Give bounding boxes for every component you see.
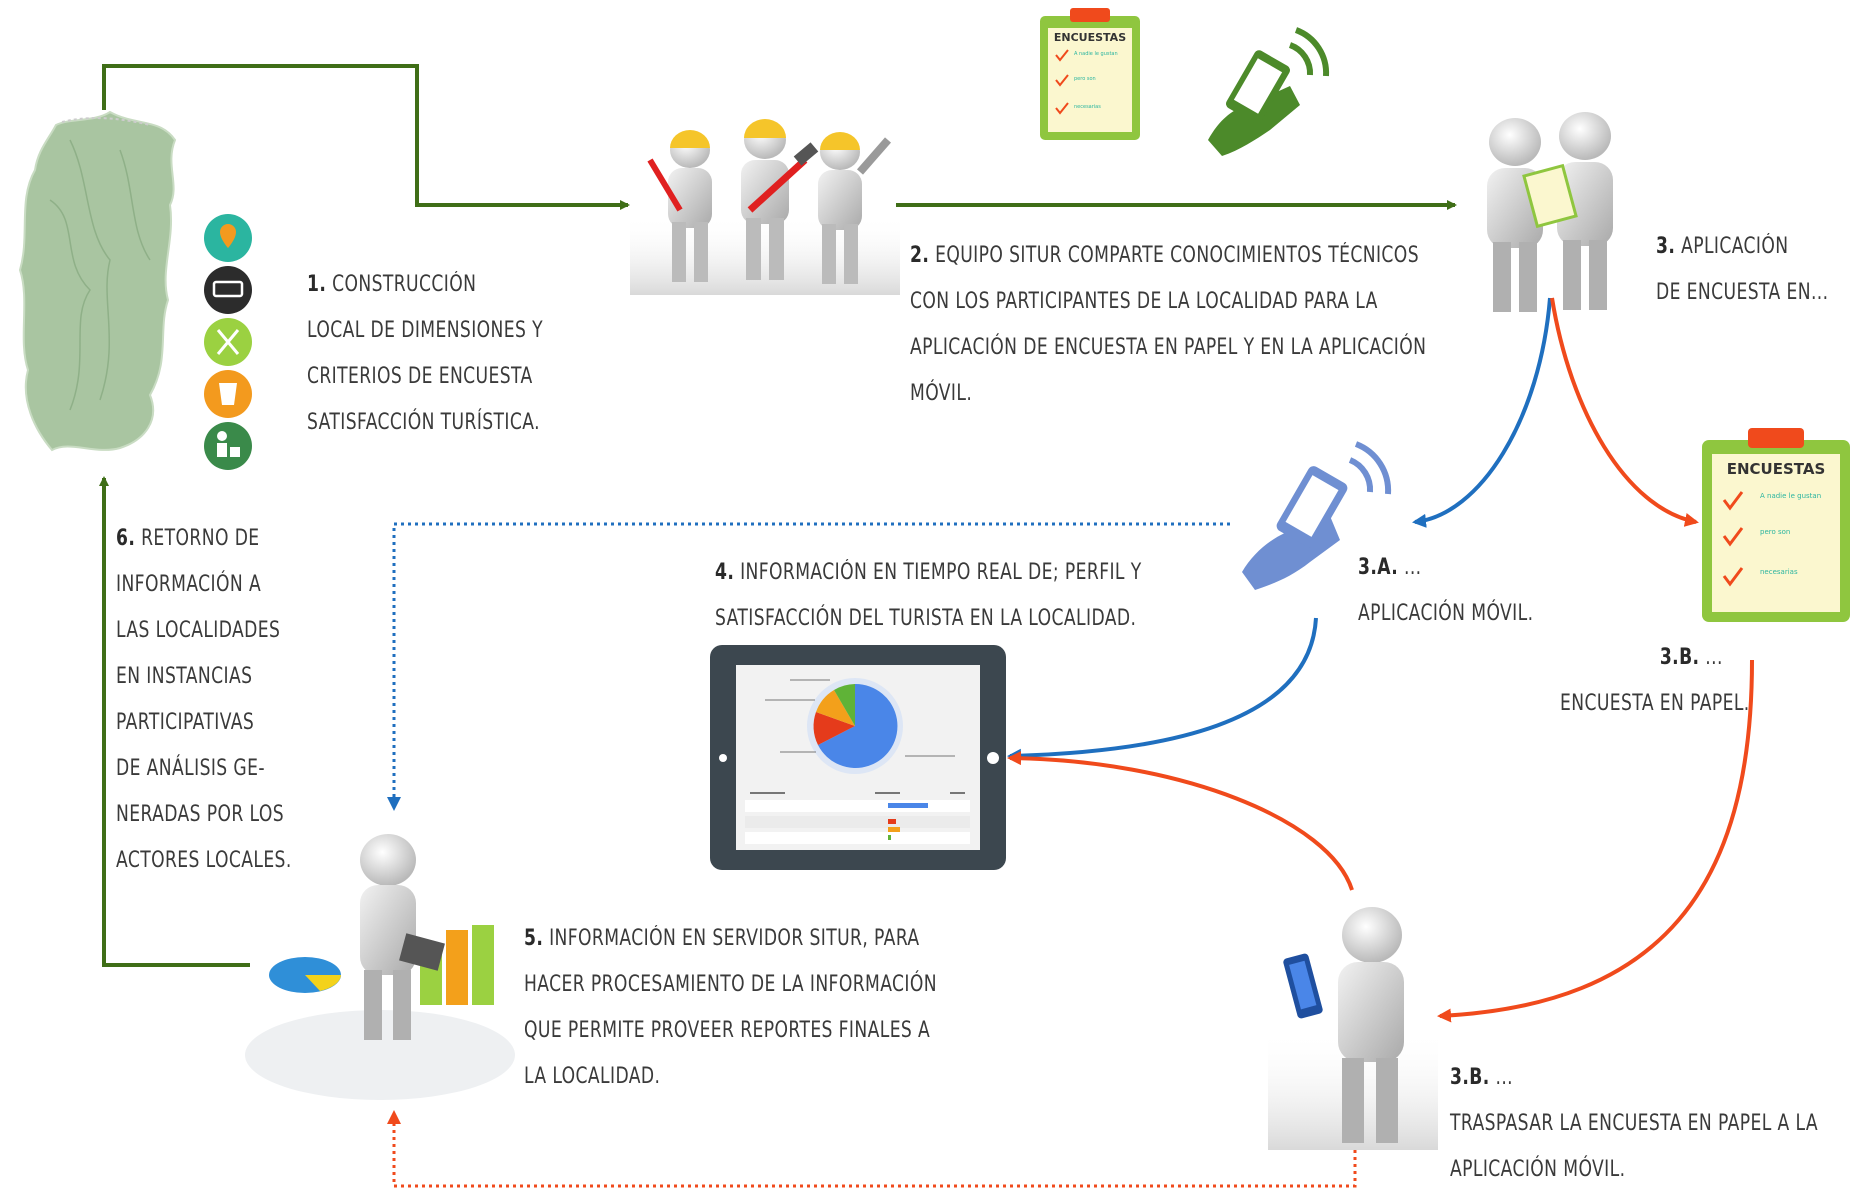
step-5-number: 5. [524, 926, 544, 951]
clipboard-large: ENCUESTAS A nadie le gustan pero son nec… [1702, 428, 1850, 622]
arrow-meeting-to-mobile [1412, 297, 1552, 528]
step-1-number: 1. [307, 272, 327, 297]
bed-icon [204, 266, 252, 314]
tablet-dashboard [710, 645, 1006, 870]
step-1-text: 1. Construcción local de dimensiones y c… [307, 262, 544, 446]
step-6-line-3: las localidades [116, 618, 281, 643]
step-3b-bottom-line-1: ... [1495, 1065, 1514, 1090]
person-phone-illustration [1268, 907, 1438, 1150]
connectors [99, 64, 1754, 1188]
step-5-line-3: que permite proveer reportes finales a [524, 1018, 931, 1043]
step-2-line-1: Equipo SITUR comparte conocimientos técn… [935, 243, 1419, 268]
clipboard-small-item-3: necesarias [1074, 104, 1101, 110]
step-4-line-2: satisfacción del turista en la localidad… [715, 606, 1137, 631]
person-luggage-icon [204, 422, 252, 470]
clipboard-large-item-2: pero son [1760, 528, 1790, 536]
arrow-transfer-to-tablet [1007, 751, 1354, 891]
step-1-line-2: local de dimensiones y [307, 318, 544, 343]
step-3-line-1: Aplicación [1681, 234, 1789, 259]
step-1-line-3: criterios de encuesta [307, 364, 533, 389]
step-3a-line-2: Aplicación móvil. [1358, 601, 1534, 626]
step-6-line-5: participativas [116, 710, 255, 735]
step-2-line-3: aplicación de encuesta en papel y en la … [910, 335, 1427, 360]
clipboard-large-item-3: necesarias [1760, 568, 1798, 576]
arrow-mobile-to-tablet [1007, 617, 1318, 763]
arrow-paper-to-transfer [1437, 659, 1754, 1023]
step-3a-text: 3.a. ... Aplicación móvil. [1358, 545, 1545, 637]
step-3b-top-line-2: Encuesta en papel. [1560, 691, 1750, 716]
arrow-map-to-workers [102, 64, 630, 210]
step-3b-top-line-1: ... [1705, 645, 1723, 670]
step-3a-number: 3.a. [1358, 555, 1399, 580]
step-3a-line-1: ... [1403, 555, 1422, 580]
arrow-meeting-to-paper [1550, 297, 1699, 527]
step-5-line-1: Información en servidor SITUR, para [549, 926, 920, 951]
clipboard-small: ENCUESTAS A nadie le gustan pero son nec… [1040, 8, 1140, 140]
dotted-mobile-to-server [387, 522, 1230, 811]
step-6-text: 6. Retorno de información a las localida… [116, 516, 292, 884]
step-3b-bottom-line-2: Traspasar la encuesta en papel a la [1450, 1111, 1818, 1136]
step-4-line-1: Información en tiempo real de; perfil y [740, 560, 1142, 585]
step-1-line-1: Construcción [332, 272, 477, 297]
map-pin-icon [204, 214, 252, 262]
step-6-line-4: en instancias [116, 664, 253, 689]
step-3b-bottom-text: 3.b. ... Traspasar la encuesta en papel … [1450, 1055, 1840, 1193]
clipboard-small-item-2: pero son [1074, 76, 1096, 82]
drink-icon [204, 370, 252, 418]
step-3-text: 3. Aplicación de encuesta en... [1656, 224, 1843, 316]
meeting-illustration [1487, 112, 1613, 312]
step-6-line-1: Retorno de [141, 526, 260, 551]
fork-knife-icon [204, 318, 252, 366]
step-6-line-7: neradas por los [116, 802, 285, 827]
step-4-text: 4. Información en tiempo real de; perfil… [715, 550, 1141, 642]
step-5-line-2: hacer procesamiento de la información [524, 972, 937, 997]
step-3-line-2: de encuesta en... [1656, 280, 1829, 305]
step-5-text: 5. Información en servidor SITUR, para h… [524, 916, 937, 1100]
step-3b-bottom-line-3: aplicación móvil. [1450, 1157, 1626, 1182]
step-6-number: 6. [116, 526, 136, 551]
workers-illustration [630, 119, 900, 295]
step-2-number: 2. [910, 243, 930, 268]
step-5-line-4: la localidad. [524, 1064, 661, 1089]
step-1-line-4: satisfacción turística. [307, 410, 540, 435]
step-6-line-2: información a [116, 572, 262, 597]
clipboard-large-title: ENCUESTAS [1727, 460, 1826, 478]
arrow-server-to-map [99, 476, 250, 967]
mobile-hand-icon-green [1208, 27, 1330, 156]
mobile-hand-icon-blue [1242, 441, 1392, 590]
step-3-number: 3. [1656, 234, 1676, 259]
clipboard-small-item-1: A nadie le gustan [1074, 51, 1118, 57]
clipboard-small-title: ENCUESTAS [1054, 31, 1126, 44]
map-icon-stack [204, 214, 252, 470]
step-4-number: 4. [715, 560, 735, 585]
step-2-line-2: con los participantes de la localidad pa… [910, 289, 1378, 314]
step-6-line-6: de análisis ge- [116, 756, 265, 781]
step-3b-top-number: 3.b. [1659, 645, 1700, 670]
step-2-line-4: móvil. [910, 381, 973, 406]
region-map [18, 110, 177, 452]
step-3b-top-text: 3.b. ... Encuesta en papel. [1560, 635, 1755, 727]
step-3b-bottom-number: 3.b. [1450, 1065, 1490, 1090]
dotted-transfer-to-server [387, 1110, 1357, 1188]
step-2-text: 2. Equipo SITUR comparte conocimientos t… [910, 233, 1427, 417]
clipboard-large-item-1: A nadie le gustan [1760, 492, 1821, 500]
step-6-line-8: actores locales. [116, 848, 292, 873]
analyst-charts-illustration [245, 834, 515, 1100]
